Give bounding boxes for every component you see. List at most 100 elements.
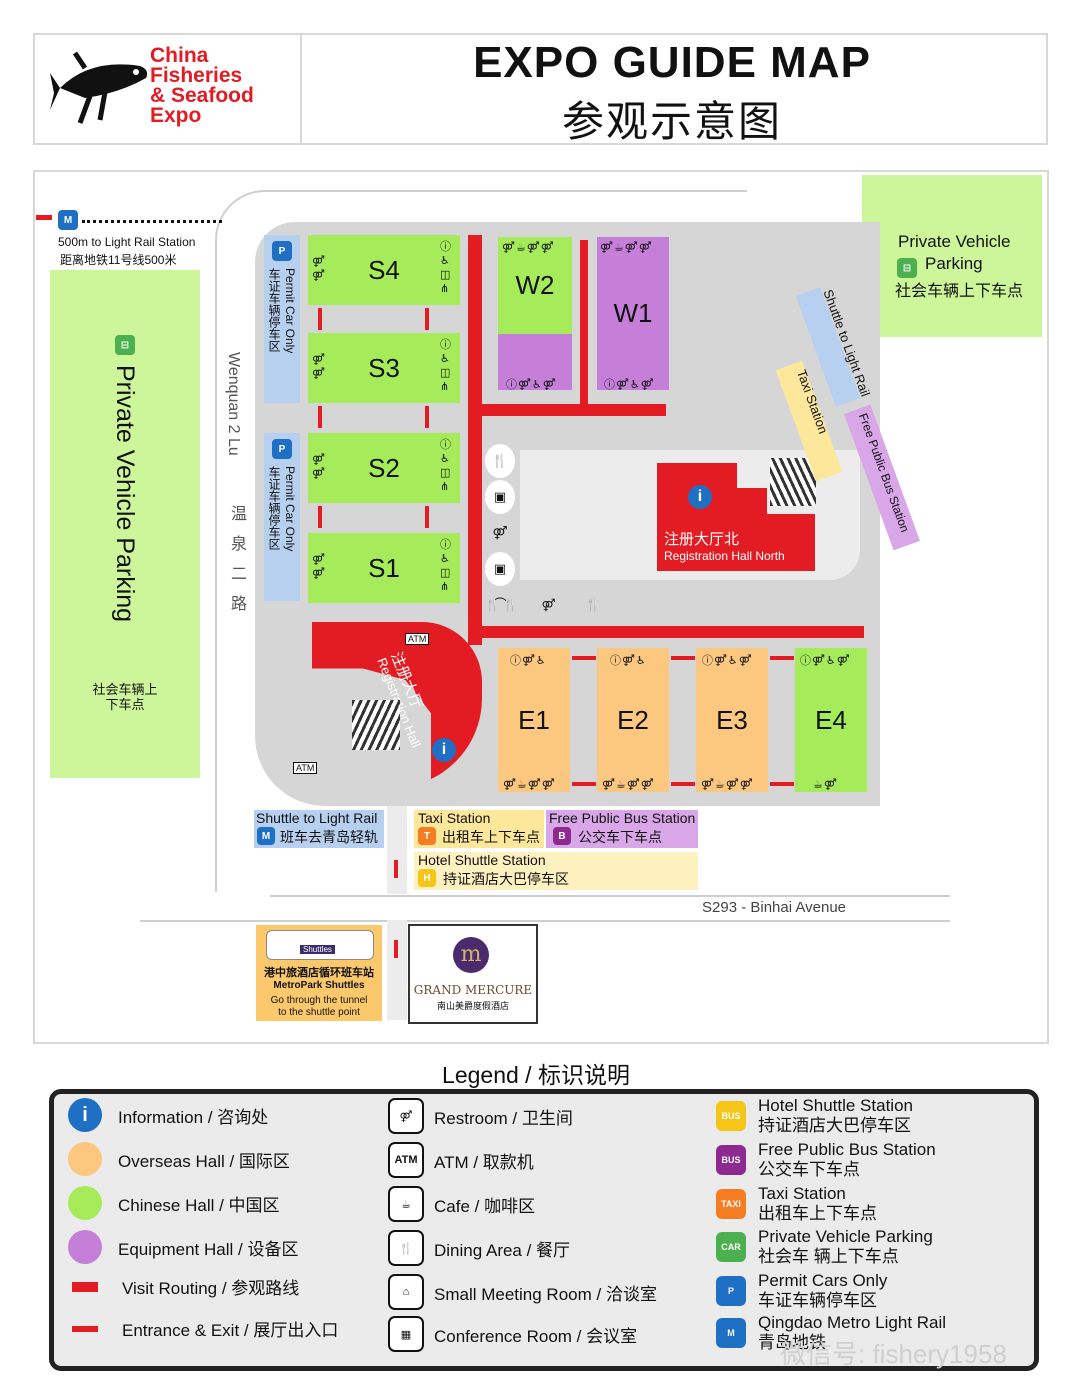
visit-route-e-connector	[770, 656, 794, 660]
registration-hall-north[interactable]	[657, 463, 737, 571]
registration-hall-north-step	[737, 488, 767, 571]
hall-amenity-icons: ⚤☕⚤⚤	[701, 779, 754, 791]
registration-north-en: Registration Hall North	[664, 549, 785, 563]
legend-label: Dining Area / 餐厅	[434, 1240, 571, 1260]
visit-route-south-horizontal	[468, 626, 864, 638]
hall-e3[interactable]: E3	[696, 648, 768, 792]
logo-line-3: & Seafood	[150, 84, 254, 107]
logo-line-4: Expo	[150, 104, 202, 127]
visit-route-s-connector	[318, 308, 322, 330]
legend-label: Equipment Hall / 设备区	[118, 1239, 299, 1259]
legend-item: Overseas Hall / 国际区	[68, 1142, 290, 1176]
registration-hall-north-step	[767, 514, 815, 571]
road-wenquan-label: Wenquan 2 Lu	[225, 352, 242, 456]
legend-label: Information / 咨询处	[118, 1107, 269, 1127]
rail-label-en: 500m to Light Rail Station	[58, 235, 196, 249]
hall-e2[interactable]: E2	[597, 648, 669, 792]
legend-item: i Information / 咨询处	[68, 1098, 268, 1132]
hall-w2[interactable]: W2	[498, 237, 572, 334]
registration-north-zh: 注册大厅北	[664, 531, 740, 548]
private-parking-right-en1: Private Vehicle	[898, 232, 1011, 251]
walkway-tunnel	[387, 920, 407, 1020]
legend-label: Conference Room / 会议室	[434, 1326, 638, 1346]
grand-mercure-en: GRAND MERCURE	[413, 983, 533, 997]
hall-s4[interactable]: S4	[308, 235, 460, 305]
hotel-shuttle-icon: H	[418, 869, 436, 887]
hall-amenity-icons: ⓘ⚤♿⚤	[800, 655, 851, 667]
visit-route-e-connector	[572, 656, 596, 660]
metro-icon: M	[58, 210, 78, 230]
hotel-shuttle-station[interactable]	[414, 852, 698, 890]
bus-station[interactable]	[546, 810, 698, 848]
hall-amenity-icons: ⚤☕⚤⚤	[602, 779, 655, 791]
private-parking-right-en2: Parking	[925, 254, 983, 273]
hall-amenity-icons: ⓘ♿◫⋔	[440, 439, 452, 493]
walkway-arrow	[394, 940, 398, 958]
road-wenquan-zh: 温泉二路	[228, 505, 245, 625]
hall-w1[interactable]: W1	[597, 237, 669, 390]
legend-label: ATM / 取款机	[434, 1152, 534, 1172]
car-icon-right: ⊟	[897, 258, 917, 278]
rail-label-zh: 距离地铁11号线500米	[60, 253, 177, 267]
bus-station-zh: 公交车下车点	[578, 829, 662, 845]
rail-dotted-path	[82, 220, 222, 223]
hall-e4[interactable]: E4	[795, 648, 867, 792]
facility-icons: 🍴 ▣ ⚤ ▣ ⌒	[485, 442, 515, 622]
walkway-arrow	[394, 860, 398, 878]
legend-label: Cafe / 咖啡区	[434, 1196, 536, 1216]
private-parking-left-label: Private Vehicle Parking	[111, 365, 139, 623]
legend-title: Legend / 标识说明	[442, 1062, 630, 1088]
private-parking-right-area	[862, 175, 1042, 337]
shuttle-rail-station[interactable]	[254, 810, 384, 848]
restaurant-icons: 🍴 🍴 ⚤ 🍴	[485, 598, 601, 612]
hall-e1[interactable]: E1	[498, 648, 570, 792]
permit-icon-south: P	[272, 439, 292, 459]
metropark-zh: 港中旅酒店循环班车站	[264, 967, 374, 979]
watermark: 微信号: fishery1958	[780, 1339, 1007, 1369]
legend-item: Equipment Hall / 设备区	[68, 1230, 298, 1264]
metro-icon: M	[716, 1318, 746, 1348]
restroom-icon: ⚤	[388, 1098, 424, 1134]
taxi-station-zh: 出租车上下车点	[442, 829, 540, 845]
permit-icon: P	[272, 241, 292, 261]
private-parking-left-zh: 社会车辆上下车点	[92, 682, 158, 712]
bus-icon: BUS	[716, 1145, 746, 1175]
legend-label-zh: 青岛地铁	[758, 1333, 826, 1352]
hall-s1[interactable]: S1	[308, 533, 460, 603]
car-icon: CAR	[716, 1232, 746, 1262]
permit-zh-north: 车证车辆停车区	[267, 268, 281, 352]
visit-route-s-connector	[318, 506, 322, 528]
visit-route-s-connector	[425, 506, 429, 528]
hall-w2-equipment	[498, 334, 572, 390]
hall-amenity-icons: ⓘ⚤♿⚤	[702, 655, 753, 667]
logo-line-2: Fisheries	[150, 64, 243, 87]
permit-area-south	[264, 433, 300, 601]
color-swatch	[68, 1186, 102, 1220]
route-swatch	[72, 1281, 98, 1292]
hotel-shuttle-station-en: Hotel Shuttle Station	[418, 852, 546, 868]
legend-label-zh: 公交车下车点	[758, 1160, 860, 1179]
visit-route-s-connector	[318, 406, 322, 428]
legend-label: Private Vehicle Parking	[758, 1227, 933, 1246]
hall-amenity-icons: ⓘ⚤♿⚤	[506, 379, 557, 391]
legend-label: Taxi Station	[758, 1184, 846, 1203]
restroom-icons: ⚤⚤	[312, 256, 326, 282]
conference-icon: ▣	[485, 480, 515, 514]
legend-label: Hotel Shuttle Station	[758, 1096, 913, 1115]
hall-s3[interactable]: S3	[308, 333, 460, 403]
legend-label: Small Meeting Room / 洽谈室	[434, 1284, 657, 1304]
hotel-shuttle-station-zh: 持证酒店大巴停车区	[443, 871, 569, 887]
color-swatch	[68, 1230, 102, 1264]
hall-amenity-icons: ⓘ⚤♿	[610, 655, 647, 667]
hall-s2[interactable]: S2	[308, 433, 460, 503]
info-icon: i	[68, 1098, 102, 1132]
hall-amenity-icons: ⓘ⚤♿	[510, 655, 547, 667]
visit-route-e-connector	[770, 782, 794, 786]
restroom-icon: ⚤	[492, 525, 508, 540]
hall-amenity-icons: ☕⚤	[813, 779, 838, 791]
legend-item: ☕Cafe / 咖啡区	[388, 1186, 535, 1222]
atm-icon: ATM	[293, 762, 318, 774]
restroom-icons: ⚤⚤	[312, 554, 326, 580]
